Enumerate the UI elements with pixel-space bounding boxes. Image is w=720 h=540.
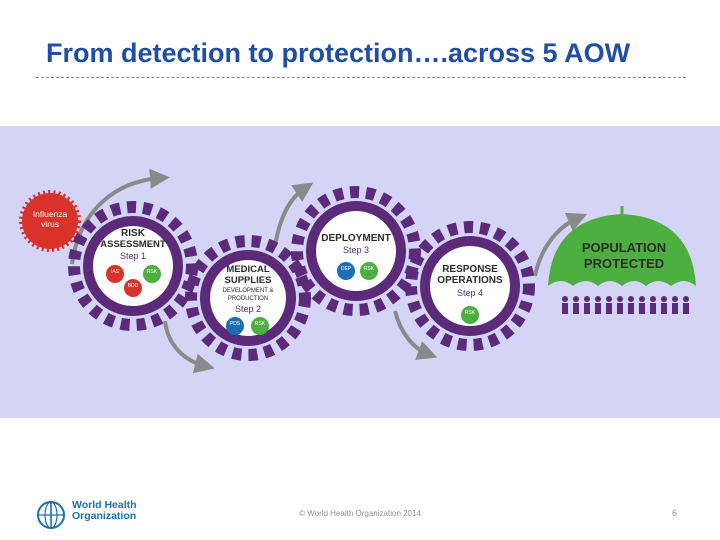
step4-title-2: OPERATIONS	[437, 275, 503, 286]
copyright-text: © World Health Organization 2014	[299, 509, 421, 518]
title-divider	[36, 77, 686, 78]
flow-arrow-3	[273, 182, 314, 247]
badge-bdd-label: BDD	[128, 283, 139, 289]
badge-rsk-1	[143, 265, 161, 283]
gear-response-operations: RESPONSE OPERATIONS Step 4 RSK	[405, 221, 535, 351]
badge-rsk-4	[461, 306, 479, 324]
step2-sub-1: DEVELOPMENT &	[223, 288, 274, 294]
influenza-virus-icon: Influenza virus	[19, 190, 81, 252]
logo-line-1: World Health	[72, 499, 137, 511]
step1-title-2: ASSESSMENT	[100, 239, 166, 250]
step3-title-1: DEPLOYMENT	[321, 233, 390, 244]
flow-arrow-5	[533, 212, 588, 277]
step2-title-2: SUPPLIES	[225, 275, 272, 286]
badge-ias-label: IAS	[111, 269, 120, 275]
step4-title-1: RESPONSE	[442, 264, 498, 275]
step2-sub-2: PRODUCTION	[228, 296, 268, 302]
gear-medical-supplies: MEDICAL SUPPLIES DEVELOPMENT & PRODUCTIO…	[185, 235, 311, 361]
step2-step: Step 2	[235, 304, 261, 314]
step3-step: Step 3	[343, 245, 369, 255]
step2-title-1: MEDICAL	[226, 264, 269, 275]
badge-dep	[337, 262, 355, 280]
badge-rsk-1-label: RSK	[147, 269, 158, 275]
badge-pds-label: PDS	[230, 321, 241, 327]
badge-bdd	[124, 279, 142, 297]
badge-pds	[226, 317, 244, 335]
umbrella-icon: POPULATION PROTECTED	[548, 206, 696, 286]
badge-rsk-2-label: RSK	[255, 321, 266, 327]
outcome-line2: PROTECTED	[584, 256, 664, 271]
badge-rsk-3	[360, 262, 378, 280]
globe-icon	[37, 501, 65, 529]
population-icons	[562, 296, 689, 314]
virus-label-line2: virus	[41, 219, 59, 229]
step1-step: Step 1	[120, 251, 146, 261]
step1-title-1: RISK	[121, 228, 146, 239]
logo-line-2: Organization	[72, 510, 137, 522]
page-title: From detection to protection….across 5 A…	[46, 38, 631, 68]
gear-deployment: DEPLOYMENT Step 3 DEP RSK	[291, 186, 421, 316]
flow-arrow-1	[70, 168, 170, 265]
outcome-line1: POPULATION	[582, 240, 666, 255]
flow-arrow-2	[163, 320, 215, 374]
step4-step: Step 4	[457, 288, 483, 298]
badge-dep-label: DEP	[341, 266, 352, 272]
who-logo: World Health Organization	[36, 500, 166, 530]
badge-rsk-2	[251, 317, 269, 335]
diagram-panel: Influenza virus RISK ASSESSMENT Step 1 I…	[0, 126, 720, 418]
badge-rsk-4-label: RSK	[465, 310, 476, 316]
process-diagram: Influenza virus RISK ASSESSMENT Step 1 I…	[19, 168, 696, 374]
gear-risk-assessment: RISK ASSESSMENT Step 1 IAS RSK BDD	[68, 201, 198, 331]
flow-arrow-4	[393, 310, 438, 360]
page-number: 6	[672, 508, 678, 518]
virus-label-line1: Influenza	[33, 209, 68, 219]
badge-ias	[106, 265, 124, 283]
badge-rsk-3-label: RSK	[364, 266, 375, 272]
